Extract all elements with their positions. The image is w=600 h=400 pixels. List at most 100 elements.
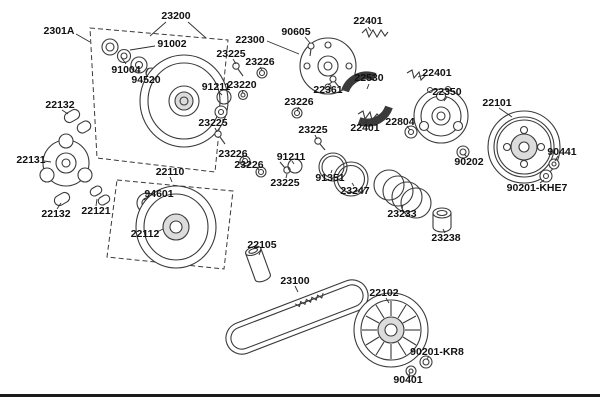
leader-line-22530 <box>366 83 370 90</box>
part-label-22361: 22361 <box>313 84 343 96</box>
leader-line-22132 <box>56 202 62 210</box>
part-label-23233: 23233 <box>387 208 417 220</box>
part-label-22131: 22131 <box>16 154 46 166</box>
leader-line-22401 <box>364 119 369 124</box>
leader-line-23200 <box>187 21 207 39</box>
leader-line-90605 <box>304 36 311 44</box>
part-label-22132: 22132 <box>45 99 75 111</box>
leader-line-22110 <box>169 176 173 183</box>
collar-spacer <box>245 245 271 283</box>
leader-line-23226 <box>241 155 245 160</box>
part-label-22530: 22530 <box>354 72 384 84</box>
part-label-22132: 22132 <box>41 208 71 220</box>
leader-line-22132 <box>61 109 69 115</box>
part-label-91211: 91211 <box>276 151 306 163</box>
part-label-22300: 22300 <box>235 34 265 46</box>
part-label-90401: 90401 <box>393 374 423 386</box>
leader-line-90202 <box>463 153 468 158</box>
seal-rings <box>318 152 369 197</box>
part-label-91211: 91211 <box>201 81 231 93</box>
part-label-23226: 23226 <box>284 96 314 108</box>
leader-line-23225 <box>214 127 218 133</box>
leader-line-23200 <box>149 21 167 37</box>
page-frame-line <box>0 394 600 397</box>
clutch-drum <box>487 110 561 184</box>
part-label-90202: 90202 <box>454 156 484 168</box>
leader-line-22102 <box>385 297 390 304</box>
part-label-22110: 22110 <box>155 166 185 178</box>
part-label-90441: 90441 <box>547 146 577 158</box>
leader-line-23233 <box>401 204 404 210</box>
leader-line-23225 <box>232 58 237 65</box>
part-label-23220: 23220 <box>227 79 257 91</box>
part-label-94520: 94520 <box>131 74 161 86</box>
leader-line-94601 <box>143 195 150 201</box>
part-label-23226: 23226 <box>218 148 248 160</box>
drive-face-assembly <box>101 38 229 148</box>
leader-line-91004 <box>120 56 127 65</box>
leader-line-90441 <box>554 155 559 162</box>
leader-line-23225 <box>314 134 318 140</box>
leader-line-22112 <box>156 228 164 233</box>
leader-line-22105 <box>258 249 262 256</box>
leader-line-23238 <box>442 228 446 234</box>
part-label-23225: 23225 <box>216 48 246 60</box>
part-label-2301a: 2301A <box>43 25 75 37</box>
part-label-22102: 22102 <box>369 287 399 299</box>
part-label-22401: 22401 <box>350 122 380 134</box>
part-label-91002: 91002 <box>157 38 187 50</box>
leader-line-91211 <box>218 91 223 96</box>
assembly-boundary-22110 <box>106 179 234 270</box>
leader-line-90201-kr8 <box>426 355 430 360</box>
leader-line-23226 <box>259 66 263 71</box>
part-label-91351: 91351 <box>315 172 345 184</box>
leader-line-22361 <box>327 81 333 86</box>
part-label-23225: 23225 <box>298 124 328 136</box>
leader-line-23247 <box>351 182 355 187</box>
part-label-90201-khe7: 90201-KHE7 <box>506 182 568 194</box>
fasteners <box>214 62 326 178</box>
leader-line-22401 <box>417 74 425 78</box>
part-label-23200: 23200 <box>161 10 191 22</box>
clutch-assembly <box>299 28 470 159</box>
leader-line-22401 <box>367 26 372 32</box>
clutch-weight-assembly <box>39 133 93 187</box>
part-label-90605: 90605 <box>281 26 311 38</box>
part-label-23100: 23100 <box>280 275 310 287</box>
roller-weights <box>53 108 111 207</box>
driven-face-assembly <box>135 185 217 269</box>
part-label-22804: 22804 <box>385 116 415 128</box>
part-label-22401: 22401 <box>353 15 383 27</box>
leader-line-22131 <box>43 160 52 163</box>
spacer-bushing <box>432 207 452 233</box>
assembly-boundary-23200 <box>89 27 229 173</box>
part-label-91004: 91004 <box>111 64 141 76</box>
leader-line-91002 <box>129 45 156 51</box>
leader-line-91351 <box>330 169 333 174</box>
leader-line-2301a <box>75 33 91 43</box>
leader-line-23225 <box>285 173 288 179</box>
leader-line-22121 <box>95 198 98 207</box>
leader-line-90401 <box>408 372 411 376</box>
spring-stack <box>373 169 432 219</box>
part-label-23225: 23225 <box>198 117 228 129</box>
part-label-94601: 94601 <box>144 188 174 200</box>
part-label-23226: 23226 <box>245 56 275 68</box>
part-label-23238: 23238 <box>431 232 461 244</box>
leader-line-23226 <box>296 106 300 112</box>
leader-line-22300 <box>266 40 300 55</box>
leader-line-23220 <box>241 89 244 94</box>
leader-line-22101 <box>498 107 513 118</box>
part-label-23225: 23225 <box>270 177 300 189</box>
leader-line-90201-khe7 <box>539 179 545 184</box>
leader-line-23100 <box>294 285 299 293</box>
part-label-22112: 22112 <box>130 228 160 240</box>
part-label-90201-kr8: 90201-KR8 <box>410 346 464 358</box>
leader-line-22804 <box>406 125 411 131</box>
part-label-22101: 22101 <box>482 97 512 109</box>
drive-belt <box>225 279 369 355</box>
